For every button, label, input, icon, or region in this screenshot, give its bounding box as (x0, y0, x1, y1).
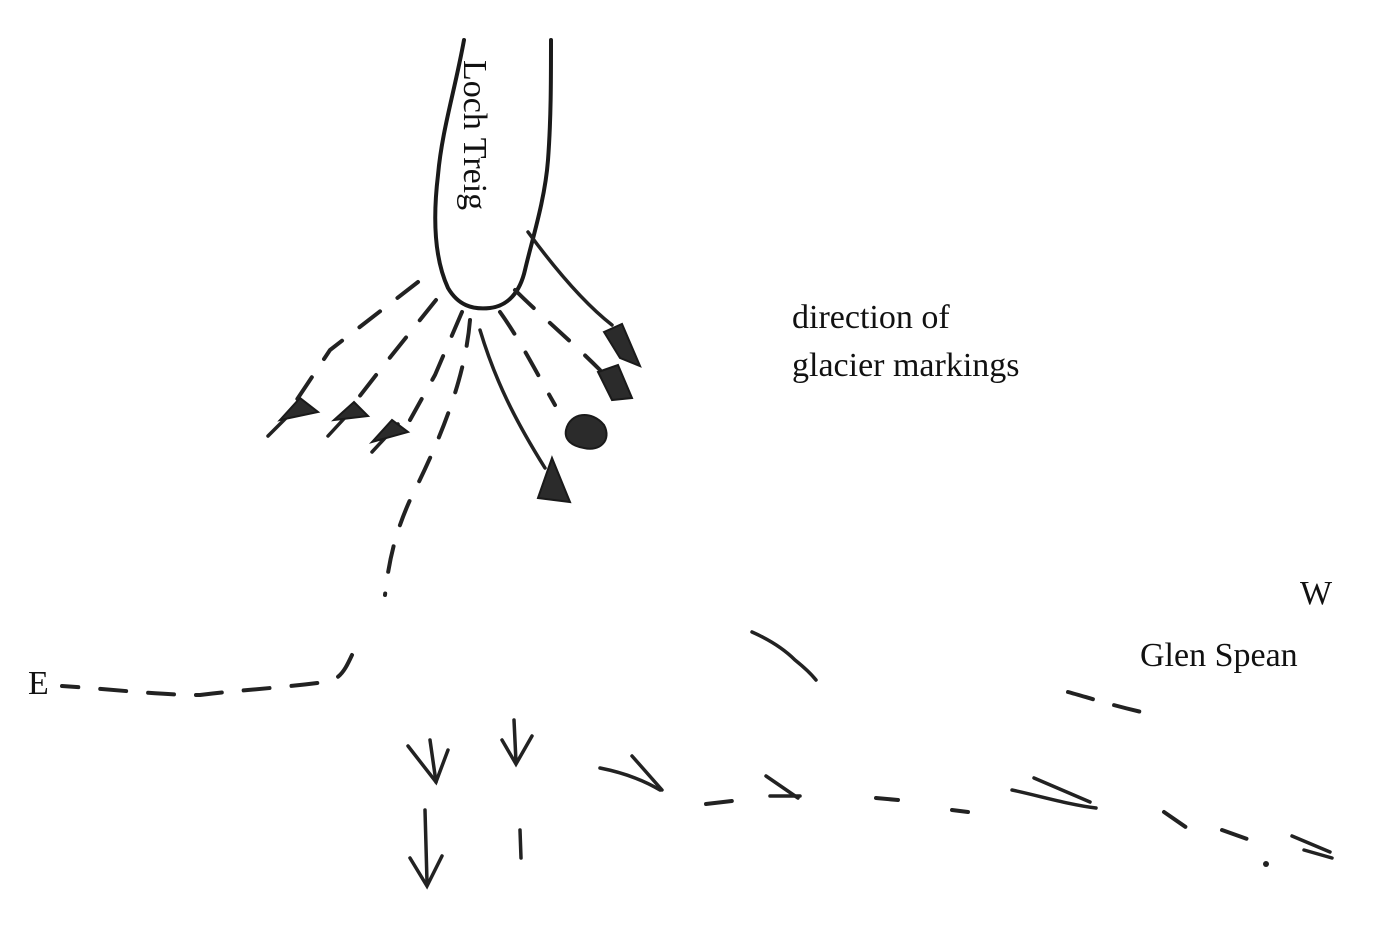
east-line (60, 653, 354, 698)
legend-line-1: direction of (792, 299, 950, 336)
loch-treig-label: Loch Treig (456, 60, 493, 211)
glen-lower-track (598, 754, 1334, 867)
downward-arrows (406, 718, 534, 890)
loch-outline (433, 38, 553, 311)
glen-stroke-upper (750, 630, 818, 682)
glen-spean-label: Glen Spean (1140, 637, 1298, 674)
east-label: E (28, 665, 49, 702)
fan-curve-to-east (383, 318, 472, 597)
fan-markings-left (266, 280, 464, 454)
legend-line-2: glacier markings (792, 347, 1020, 384)
glen-stroke-upper-right (1066, 690, 1162, 718)
west-label: W (1300, 575, 1333, 612)
fan-markings-right (478, 230, 642, 504)
